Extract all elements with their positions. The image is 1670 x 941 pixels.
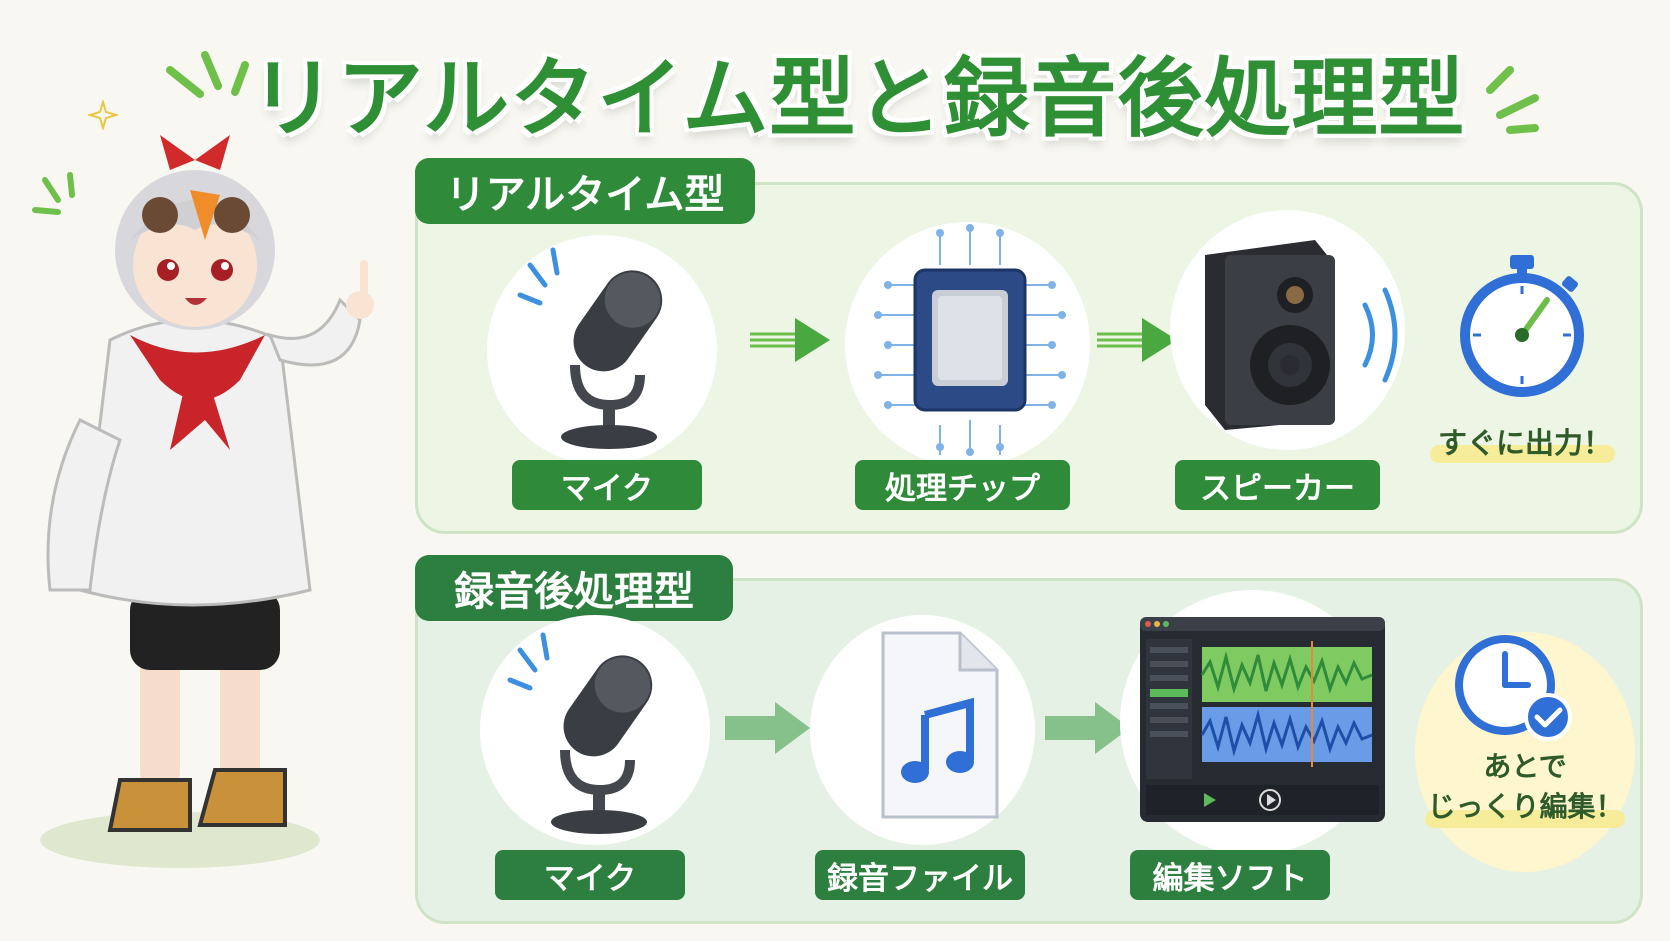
sparkle-icon bbox=[88, 100, 118, 130]
burst-decoration-left bbox=[166, 51, 249, 98]
note-highlight-realtime bbox=[1430, 445, 1615, 463]
label-file: 録音ファイル bbox=[815, 850, 1025, 900]
editing-software-icon bbox=[1140, 617, 1385, 822]
realtime-tag: リアルタイム型 bbox=[415, 158, 755, 224]
arrow-right-icon bbox=[725, 702, 810, 754]
stopwatch-icon bbox=[1460, 255, 1584, 397]
label-software: 編集ソフト bbox=[1130, 850, 1330, 900]
arrow-right-icon bbox=[750, 318, 830, 362]
burst-decoration-char bbox=[32, 172, 75, 215]
burst-decoration-right bbox=[1486, 66, 1539, 134]
arrow-right-icon bbox=[1045, 702, 1130, 754]
note-realtime: すぐに出力！ bbox=[1437, 426, 1612, 460]
label-mic-post: マイク bbox=[495, 850, 685, 900]
speaker-icon bbox=[1205, 240, 1398, 430]
page-title: リアルタイム型と録音後処理型 bbox=[250, 49, 1466, 149]
label-chip: 処理チップ bbox=[855, 460, 1070, 510]
clock-check-icon bbox=[1455, 635, 1572, 741]
microphone-icon bbox=[517, 247, 663, 449]
microphone-icon bbox=[507, 632, 653, 834]
note-highlight-post bbox=[1425, 810, 1625, 828]
note-post-line2: じっくり編集！ bbox=[1427, 790, 1624, 823]
note-post-line1: あとで bbox=[1483, 750, 1567, 783]
arrow-right-icon bbox=[1097, 318, 1177, 362]
chip-icon bbox=[874, 224, 1066, 456]
label-mic-realtime: マイク bbox=[512, 460, 702, 510]
character-illustration bbox=[40, 135, 374, 868]
postprocess-tag: 録音後処理型 bbox=[415, 555, 733, 621]
label-speaker: スピーカー bbox=[1175, 460, 1380, 510]
music-file-icon bbox=[881, 631, 999, 819]
